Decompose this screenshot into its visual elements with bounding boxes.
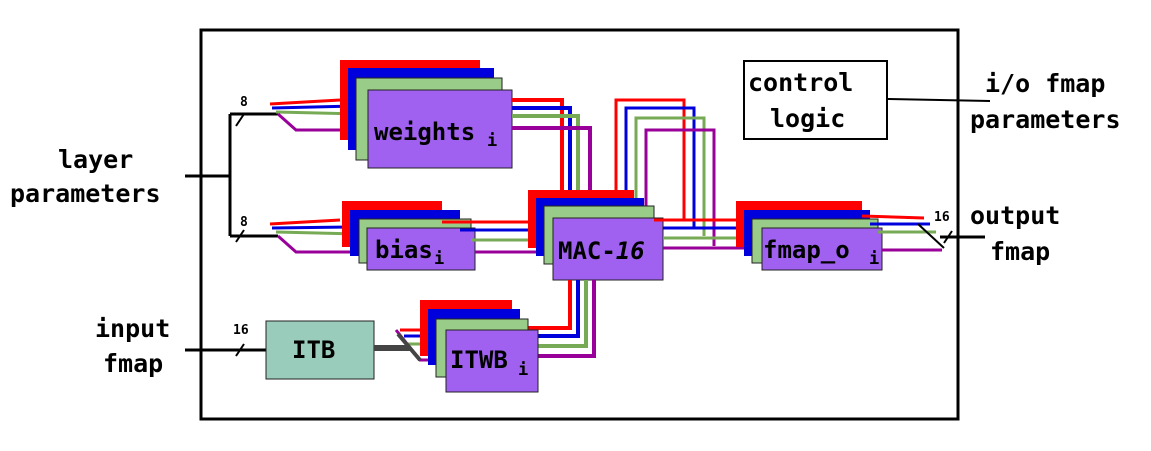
fmapo-subscript: i: [869, 249, 879, 269]
control-logic-label-line2: logic: [770, 104, 845, 133]
weights-bus-width: 8: [240, 95, 248, 110]
bias-bus-width: 8: [240, 215, 248, 230]
fmapo-label: fmap_o: [763, 236, 850, 264]
input-fmap-label-line1: input: [95, 314, 170, 343]
bias-subscript: i: [434, 249, 444, 269]
bias-block: [366, 227, 476, 271]
input-fmap-label-line2: fmap: [103, 349, 163, 378]
weights-block-stack: weights i: [340, 60, 513, 169]
itwb-subscript: i: [518, 360, 528, 380]
weights-to-mac-wires: [512, 98, 592, 214]
fmapo-block-stack: fmap_o i: [736, 201, 883, 271]
itwb-block: [445, 329, 539, 393]
output-bus-width: 16: [934, 210, 950, 225]
mac-feedback-wires: [614, 98, 716, 246]
chip-boundary: [199, 28, 960, 421]
control-logic-block: [743, 60, 888, 140]
io-params-wire: [886, 98, 991, 102]
output-fmap-label-line2: fmap: [990, 237, 1050, 266]
bias-block-stack: bias i: [342, 201, 476, 271]
io-fmap-params-label-line2: parameters: [970, 105, 1121, 134]
bias-label: bias: [375, 236, 433, 264]
control-logic-label-line1: control: [748, 68, 853, 97]
input-bus: [185, 343, 266, 357]
weights-label: weights: [374, 118, 475, 146]
layer-parameters-bus: [185, 112, 278, 243]
layer-parameters-label-line1: layer: [58, 145, 133, 174]
mac-label: MAC-16: [558, 237, 645, 265]
output-bus: [917, 223, 985, 249]
mac-block: [552, 217, 664, 281]
weights-subscript: i: [487, 131, 497, 151]
mac-to-itwb-wires: [528, 280, 596, 358]
itb-block: [265, 320, 375, 380]
io-fmap-params-label-line1: i/o fmap: [985, 69, 1105, 98]
layer-parameters-label-line2: parameters: [10, 179, 161, 208]
mac-block-stack: MAC-16: [528, 190, 664, 281]
weights-block: [367, 89, 513, 169]
itb-label: ITB: [292, 336, 335, 364]
fmapo-block: [761, 227, 883, 271]
itwb-label: ITWB: [450, 346, 508, 374]
itb-to-itwb-wires: [374, 328, 444, 362]
input-bus-width: 16: [233, 323, 249, 338]
output-fmap-label-line1: output: [970, 201, 1060, 230]
itwb-block-stack: ITWB i: [420, 300, 539, 393]
